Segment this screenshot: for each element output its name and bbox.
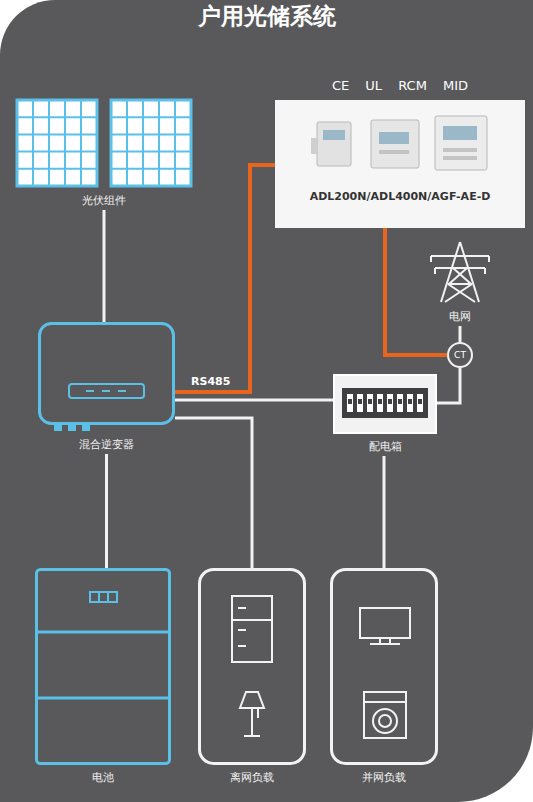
offgrid-load: 离网负载 <box>198 568 306 785</box>
node-label: 配电箱 <box>369 440 402 454</box>
edge-label: RS485 <box>189 375 232 389</box>
battery: 电池 <box>35 568 171 785</box>
node-label: 混合逆变器 <box>79 438 134 452</box>
grid-tower: 电网 <box>425 240 495 324</box>
power-line <box>383 456 386 568</box>
power-line <box>437 368 460 403</box>
node-label: 电网 <box>449 310 471 324</box>
meter-icons <box>275 100 525 178</box>
hybrid-inverter: 混合逆变器 <box>38 322 175 452</box>
meter-models: ADL200N/ADL400N/AGF-AE-D <box>310 190 491 204</box>
ct-text: CT <box>454 350 466 360</box>
ct-sensor: CT <box>447 342 473 368</box>
grid-tower <box>425 240 495 304</box>
node-label: 光伏组件 <box>82 194 126 208</box>
diagram-title: 户用光储系统 <box>0 0 533 32</box>
distribution-box: 配电箱 <box>333 374 437 454</box>
ongrid-load-box <box>330 568 438 765</box>
power-line <box>175 399 333 402</box>
power-line <box>175 418 252 568</box>
distribution-box-icon <box>333 374 437 434</box>
certification-heading: CE UL RCM MID <box>332 78 468 94</box>
ongrid-load: 并网负载 <box>330 568 438 785</box>
battery-icon <box>35 568 171 765</box>
offgrid-load-box <box>198 568 306 765</box>
meter-box: CE UL RCM MID ADL200N/ADL400N/AGF-AE-D <box>275 78 525 228</box>
power-line <box>459 326 462 342</box>
inverter-icon <box>38 322 175 432</box>
power-line <box>103 210 106 322</box>
rs485-cable <box>385 228 447 355</box>
node-label: 离网负载 <box>230 771 274 785</box>
power-line <box>105 454 108 568</box>
node-label: 并网负载 <box>362 771 406 785</box>
pv-module: 光伏组件 <box>15 98 193 208</box>
pv-panels <box>15 98 193 188</box>
node-label: 电池 <box>92 771 114 785</box>
meter-panel: ADL200N/ADL400N/AGF-AE-D <box>275 100 525 228</box>
rs485-cable <box>175 165 275 392</box>
